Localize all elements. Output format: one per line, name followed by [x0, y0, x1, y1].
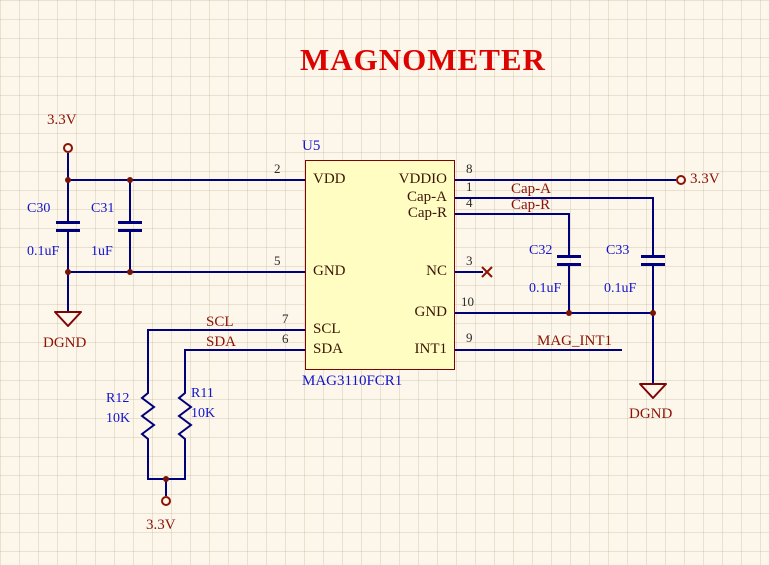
- capacitor-c31-plate-top: [118, 221, 142, 224]
- u5-pin7-number: 7: [282, 311, 289, 326]
- wire-3v3-bottom-drop: [165, 480, 167, 496]
- schematic-title: MAGNOMETER: [300, 42, 546, 77]
- power-port-3v3-topleft: [63, 143, 73, 153]
- wire-vdd-net: [67, 179, 305, 181]
- wire-c30-bottom: [67, 232, 69, 272]
- power-port-3v3-right: [676, 175, 686, 185]
- wire-c32-bottom: [568, 266, 570, 312]
- u5-pin5-number: 5: [274, 253, 281, 268]
- wire-r12-top: [147, 331, 149, 388]
- wire-nc-stub: [455, 271, 483, 273]
- wire-sda-net: [184, 349, 305, 351]
- power-label-3v3-bottom: 3.3V: [146, 517, 176, 533]
- resistor-r12: [140, 388, 156, 444]
- c32-designator: C32: [529, 243, 553, 258]
- u5-pin-int1-name: INT1: [414, 341, 448, 357]
- net-label-sda: SDA: [206, 334, 237, 350]
- junction-dot: [127, 269, 133, 275]
- capacitor-c30-plate-bottom: [56, 229, 80, 232]
- u5-pin-vddio-name: VDDIO: [398, 171, 447, 187]
- ic-u5-part-number: MAG3110FCR1: [302, 373, 403, 389]
- capacitor-c33-plate-bottom: [641, 263, 665, 266]
- junction-dot: [163, 476, 169, 482]
- wire-gnd-right-net: [455, 312, 654, 314]
- c30-value: 0.1uF: [27, 244, 60, 259]
- wire-scl-net: [147, 329, 305, 331]
- net-label-scl: SCL: [206, 314, 234, 330]
- wire-r11-bottom: [184, 444, 186, 479]
- u5-pin-vdd-name: VDD: [313, 171, 346, 187]
- c31-designator: C31: [91, 201, 115, 216]
- junction-dot: [566, 310, 572, 316]
- u5-pin-capa-name: Cap-A: [407, 189, 447, 205]
- dgnd-symbol-right: [639, 383, 667, 399]
- wire-capa-net: [455, 197, 654, 199]
- wire-capr-net: [455, 213, 570, 215]
- wire-c30-top: [67, 181, 69, 221]
- wire-c31-bottom: [129, 232, 131, 272]
- u5-pin6-number: 6: [282, 331, 289, 346]
- u5-pin-nc-name: NC: [426, 263, 447, 279]
- wire-dgnd-right-drop: [652, 314, 654, 383]
- ic-u5-body: [305, 160, 455, 370]
- wire-r11-top: [184, 351, 186, 388]
- dgnd-label-left: DGND: [43, 335, 87, 351]
- net-label-cap-r: Cap-R: [511, 197, 551, 213]
- c33-designator: C33: [606, 243, 630, 258]
- ic-u5-designator: U5: [302, 138, 321, 154]
- c33-value: 0.1uF: [604, 281, 637, 296]
- wire-int1-net: [455, 349, 622, 351]
- wire-c32-top: [568, 215, 570, 255]
- junction-dot: [65, 269, 71, 275]
- u5-pin10-number: 10: [461, 294, 474, 309]
- r11-value: 10K: [191, 406, 216, 421]
- r11-designator: R11: [191, 386, 214, 401]
- c32-value: 0.1uF: [529, 281, 562, 296]
- junction-dot: [127, 177, 133, 183]
- power-label-3v3-topleft: 3.3V: [47, 112, 77, 128]
- capacitor-c32-plate-bottom: [557, 263, 581, 266]
- c31-value: 1uF: [91, 244, 113, 259]
- u5-pin9-number: 9: [466, 330, 473, 345]
- r12-designator: R12: [106, 391, 130, 406]
- no-connect-x-icon: [481, 266, 493, 278]
- u5-pin-capr-name: Cap-R: [407, 205, 447, 221]
- u5-pin8-number: 8: [466, 161, 473, 176]
- u5-pin4-number: 4: [466, 195, 473, 210]
- wire-r12-bottom: [147, 444, 149, 479]
- power-label-3v3-right: 3.3V: [690, 171, 720, 187]
- capacitor-c30-plate-top: [56, 221, 80, 224]
- wire-c31-top: [129, 181, 131, 221]
- u5-pin-scl-name: SCL: [313, 321, 341, 337]
- capacitor-c32-plate-top: [557, 255, 581, 258]
- wire-dgnd-left-drop: [67, 273, 69, 312]
- dgnd-symbol-left: [54, 311, 82, 327]
- wire-vddio-net: [455, 179, 676, 181]
- u5-pin3-number: 3: [466, 253, 473, 268]
- wire-c33-bottom: [652, 266, 654, 312]
- wire-3v3-drop: [67, 153, 69, 180]
- resistor-r11: [177, 388, 193, 444]
- u5-pin-gnd-right-name: GND: [414, 304, 448, 320]
- net-label-mag-int1: MAG_INT1: [537, 333, 612, 349]
- junction-dot: [65, 177, 71, 183]
- u5-pin2-number: 2: [274, 161, 281, 176]
- dgnd-label-right: DGND: [629, 406, 673, 422]
- c30-designator: C30: [27, 201, 51, 216]
- capacitor-c33-plate-top: [641, 255, 665, 258]
- r12-value: 10K: [106, 411, 131, 426]
- capacitor-c31-plate-bottom: [118, 229, 142, 232]
- u5-pin-sda-name: SDA: [313, 341, 344, 357]
- wire-gnd-left-net: [67, 271, 305, 273]
- u5-pin-gnd-left-name: GND: [313, 263, 346, 279]
- net-label-cap-a: Cap-A: [511, 181, 551, 197]
- u5-pin1-number: 1: [466, 179, 473, 194]
- power-port-3v3-bottom: [161, 496, 171, 506]
- wire-c33-top: [652, 199, 654, 255]
- junction-dot: [650, 310, 656, 316]
